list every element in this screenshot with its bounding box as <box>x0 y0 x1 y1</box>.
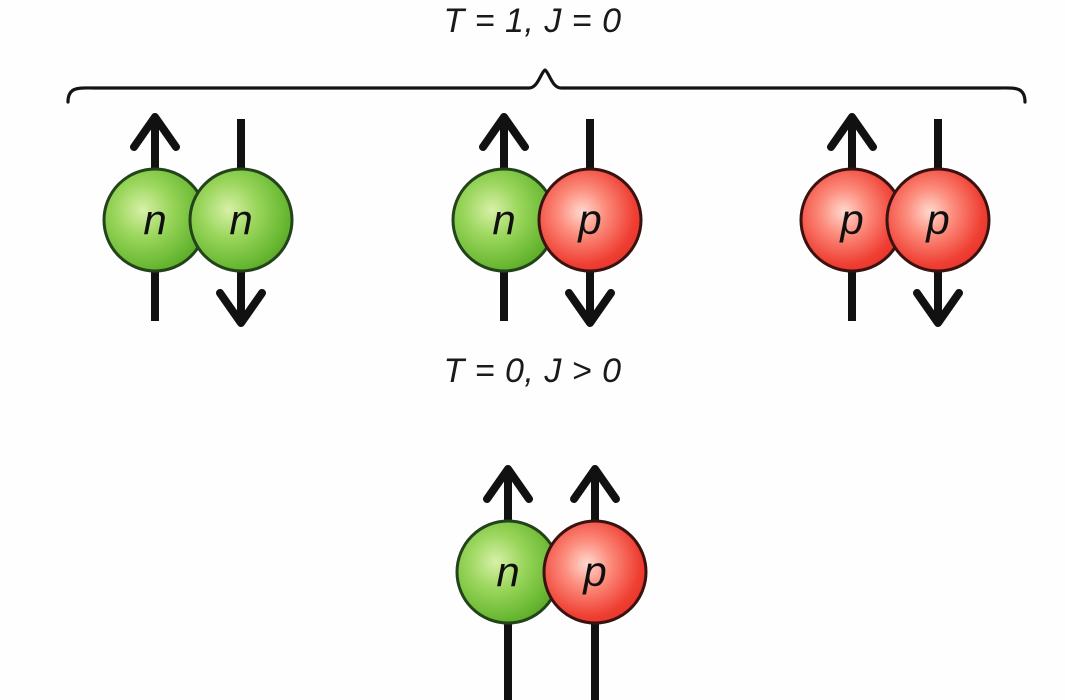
arrow-head <box>130 113 180 151</box>
t0-jgt0-label: T = 0, J > 0 <box>443 352 622 390</box>
particle-symbol: n <box>496 548 519 595</box>
proton-sphere[interactable] <box>542 519 648 625</box>
proton-sphere[interactable] <box>885 167 991 273</box>
particle-symbol: p <box>838 196 863 243</box>
top-grouping-brace <box>66 68 1027 104</box>
particle-neutron[interactable]: n <box>188 167 294 273</box>
particle-proton[interactable]: p <box>542 519 648 625</box>
t1-j0-label: T = 1, J = 0 <box>443 2 622 40</box>
arrow-head <box>483 465 533 503</box>
particle-symbol: p <box>924 196 949 243</box>
particle-symbol: n <box>492 196 515 243</box>
proton-sphere[interactable] <box>537 167 643 273</box>
particle-symbol: n <box>143 196 166 243</box>
neutron-sphere[interactable] <box>188 167 294 273</box>
particle-proton[interactable]: p <box>885 167 991 273</box>
arrow-head <box>479 113 529 151</box>
particle-proton[interactable]: p <box>537 167 643 273</box>
arrow-head <box>827 113 877 151</box>
arrow-head <box>913 289 963 327</box>
particle-neutron[interactable]: n <box>451 167 557 273</box>
particle-symbol: p <box>581 548 606 595</box>
arrow-head <box>216 289 266 327</box>
particle-symbol: n <box>229 196 252 243</box>
particle-neutron[interactable]: n <box>455 519 561 625</box>
particle-symbol: p <box>576 196 601 243</box>
particle-proton[interactable]: p <box>799 167 905 273</box>
arrow-head <box>565 289 615 327</box>
particle-neutron[interactable]: n <box>102 167 208 273</box>
arrow-head <box>570 465 620 503</box>
